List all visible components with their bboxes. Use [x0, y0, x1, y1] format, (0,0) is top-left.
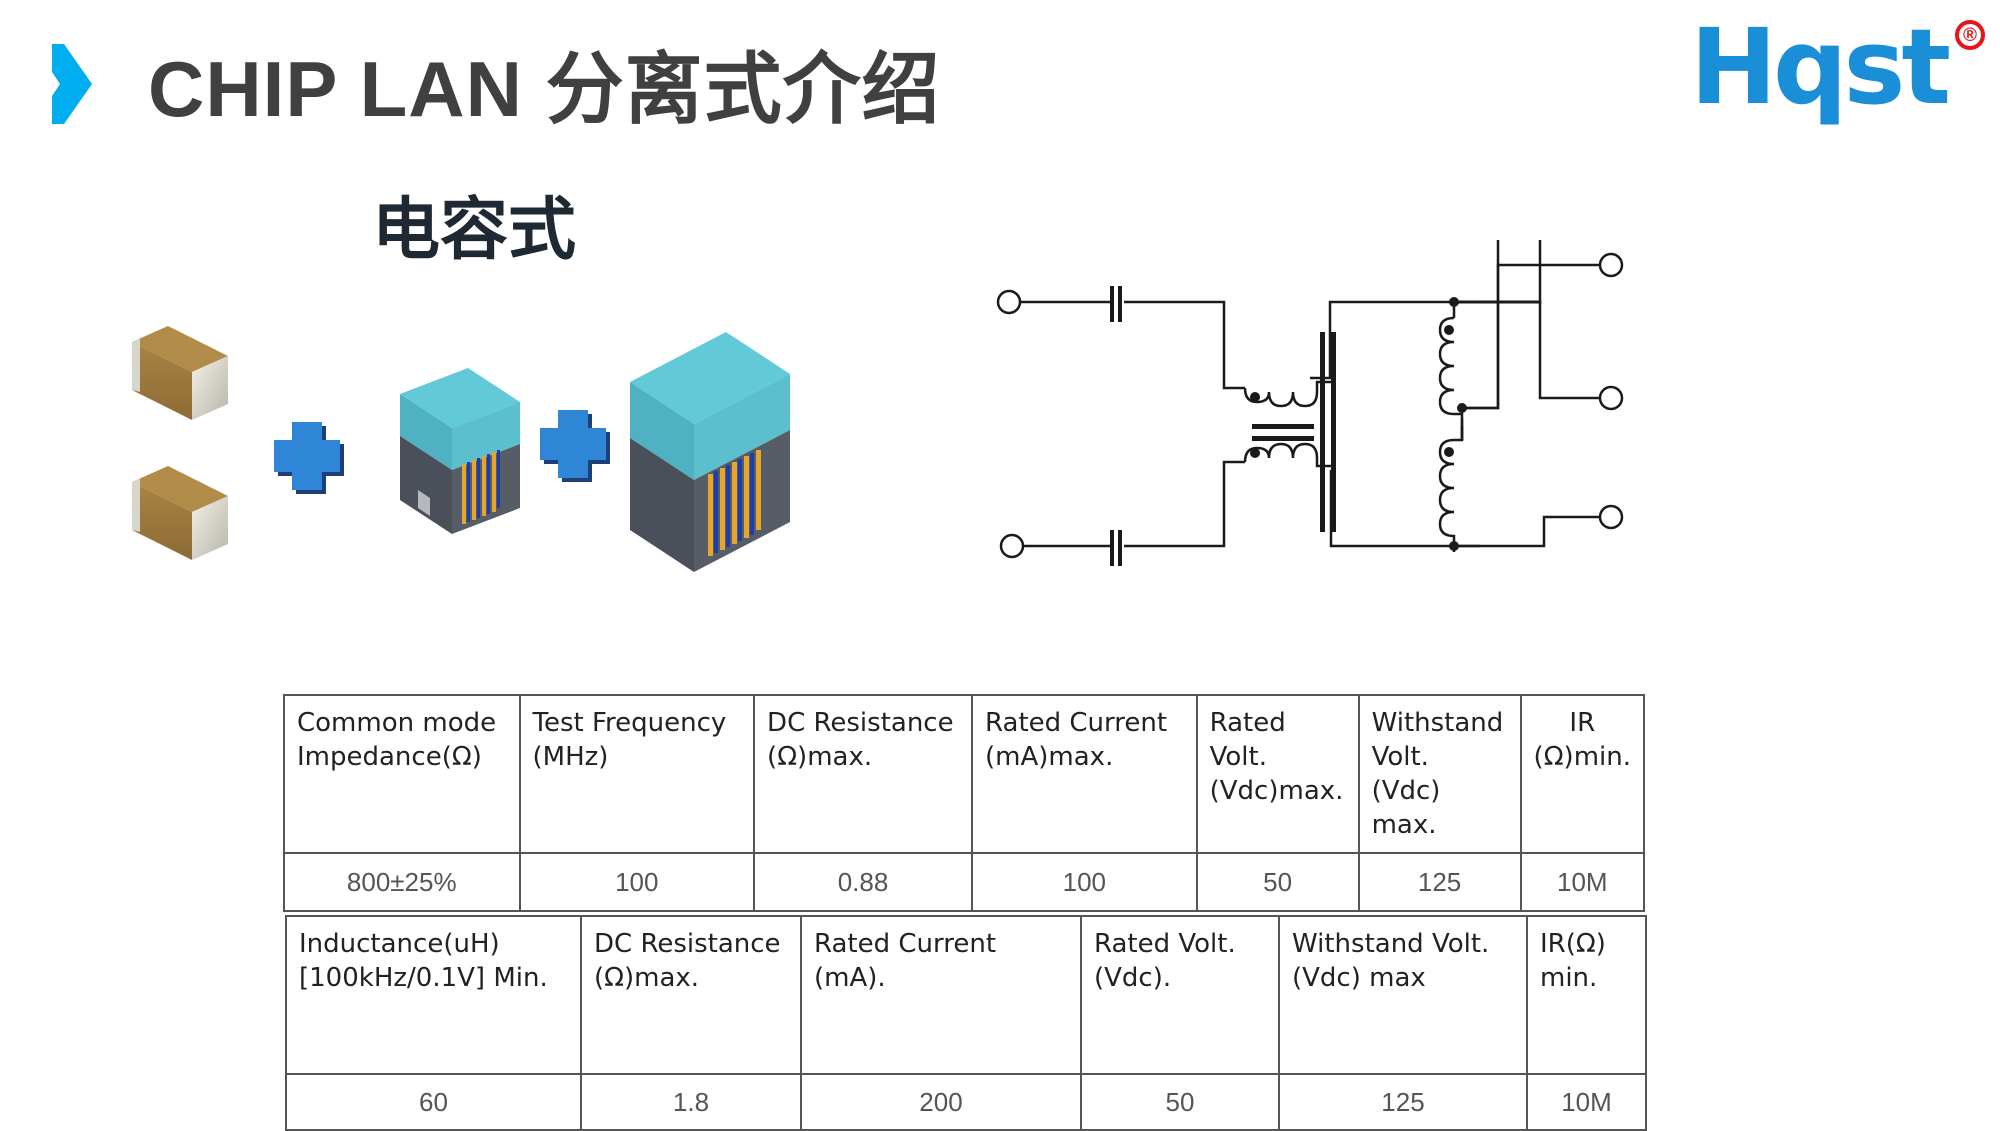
table-header-row: Inductance(uH)[100kHz/0.1V] Min. DC Resi…	[285, 915, 1647, 1075]
header-cell: Test Frequency(MHz)	[518, 694, 756, 854]
value-cell: 100	[971, 852, 1198, 912]
spec-table-transformer: Inductance(uH)[100kHz/0.1V] Min. DC Resi…	[285, 915, 1647, 1131]
value-cell: 50	[1195, 852, 1360, 912]
common-mode-choke	[400, 368, 520, 534]
winding	[462, 450, 500, 524]
value-cell: 200	[800, 1073, 1082, 1131]
capacitor-symbol-bottom	[1110, 530, 1122, 566]
capacitor-symbol-top	[1110, 286, 1122, 322]
header-cell: IR(Ω)min.	[1526, 915, 1647, 1075]
header-cell: IR(Ω)min.	[1519, 694, 1646, 854]
header-cell: DC Resistance(Ω)max.	[580, 915, 802, 1075]
value-cell: 60	[285, 1073, 582, 1131]
table-row: 800±25% 100 0.88 100 50 125 10M	[283, 852, 1646, 912]
logo-text: Hqst	[1690, 6, 1951, 128]
section-subtitle: 电容式	[372, 192, 577, 268]
value-cell: 0.88	[753, 852, 974, 912]
table-row: 60 1.8 200 50 125 10M	[285, 1073, 1647, 1131]
capacitor-chip-top	[132, 326, 228, 420]
terminal-right-top	[1598, 252, 1624, 278]
terminal-right-middle	[1598, 385, 1624, 411]
value-cell: 100	[518, 852, 756, 912]
value-cell: 125	[1278, 1073, 1528, 1131]
value-cell: 800±25%	[283, 852, 521, 912]
choke-symbol	[1243, 376, 1331, 468]
lan-transformer	[630, 332, 790, 572]
value-cell: 10M	[1526, 1073, 1647, 1131]
header-cell: Rated Current(mA)max.	[971, 694, 1198, 854]
schematic-output-wiring	[1454, 252, 1624, 548]
terminal-right-bottom	[1598, 504, 1624, 530]
winding	[708, 450, 761, 556]
component-illustration	[132, 326, 790, 572]
header-cell: Rated Volt.(Vdc).	[1080, 915, 1280, 1075]
chevron-right-icon	[52, 44, 92, 124]
header-cell: Withstand Volt.(Vdc) max	[1278, 915, 1528, 1075]
value-cell: 1.8	[580, 1073, 802, 1131]
header-cell: DC Resistance(Ω)max.	[753, 694, 974, 854]
value-cell: 125	[1357, 852, 1522, 912]
page-title: CHIP LAN 分离式介绍	[148, 45, 941, 133]
value-cell: 10M	[1519, 852, 1646, 912]
hqst-logo: Hqst ®	[1690, 12, 1990, 122]
transformer-symbol	[1320, 297, 1467, 552]
registered-mark: ®	[1955, 20, 1985, 50]
capacitor-chip-bottom	[132, 466, 228, 560]
plus-icon	[274, 422, 344, 494]
header-cell: Inductance(uH)[100kHz/0.1V] Min.	[285, 915, 582, 1075]
value-cell: 50	[1080, 1073, 1280, 1131]
plus-icon	[540, 410, 610, 482]
header-cell: Rated Current(mA).	[800, 915, 1082, 1075]
